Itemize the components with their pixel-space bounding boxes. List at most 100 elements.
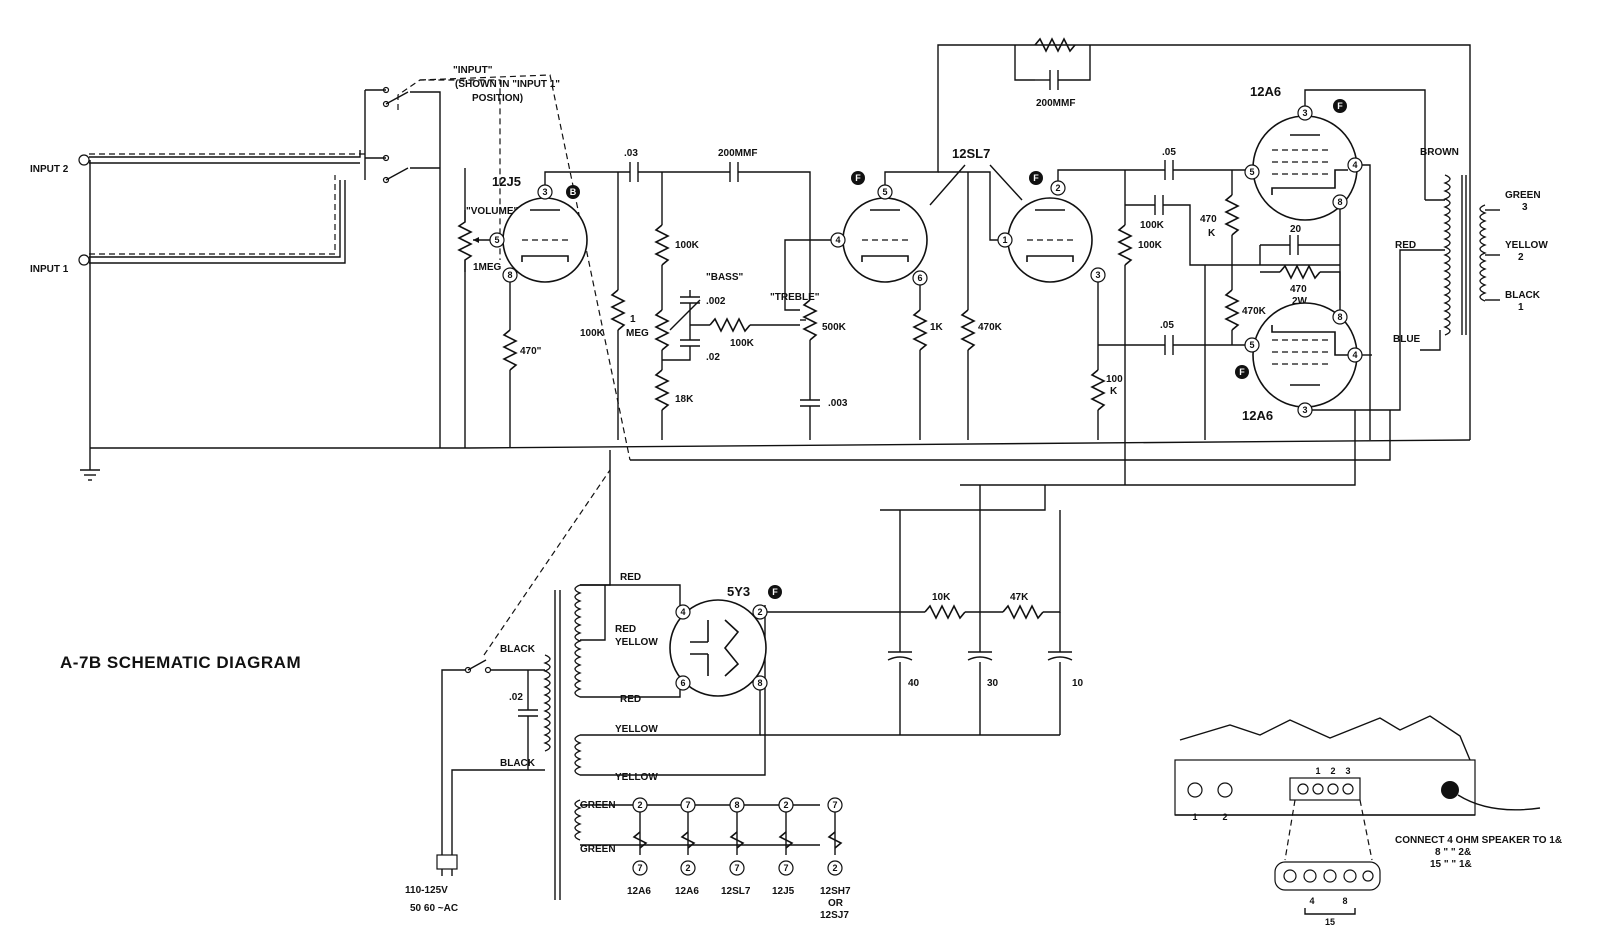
mains-freq: 50 60 ~AC <box>410 903 458 914</box>
heater-name-5: 12SH7 <box>820 886 851 897</box>
v1-type: 12J5 <box>492 174 521 189</box>
pxfmr-black-bot: BLACK <box>500 758 536 769</box>
pxfmr-green-2: GREEN <box>580 844 616 855</box>
bass-pot[interactable]: 1 MEG "BASS" <box>626 272 744 351</box>
v4-pin-8: 8 <box>1337 312 1342 322</box>
tube-12sl7-a: 5 4 6 F <box>830 171 928 286</box>
v1-pin-5: 5 <box>494 235 499 245</box>
r-18k-label: 18K <box>675 394 694 405</box>
rect-pin-2: 2 <box>757 607 762 617</box>
chassis-row-3: 15 " " 1& <box>1430 859 1472 870</box>
chassis-bot-num-4: 4 <box>1309 896 1314 906</box>
v2-pin-6: 6 <box>917 273 922 283</box>
r-1k-label: 1K <box>930 322 944 333</box>
heater-string: 2 7 12A6 7 2 12A6 8 7 12SL7 2 7 12J5 7 2… <box>627 797 851 921</box>
heater-bot-1: 7 <box>637 863 642 873</box>
v4-pin-5: 5 <box>1249 340 1254 350</box>
input-jack-2[interactable]: INPUT 2 <box>30 154 90 175</box>
chassis-top-num-3: 3 <box>1345 766 1350 776</box>
heater-top-3: 8 <box>734 800 739 810</box>
r-470-2w-2-label: 2W <box>1292 296 1308 307</box>
r-100k-f2-label: K <box>1110 386 1118 397</box>
tube-12sl7-b: 2 1 3 F <box>997 171 1106 283</box>
heater-alt-name: 12SJ7 <box>820 910 849 921</box>
r-47k-label: 47K <box>1010 592 1029 603</box>
r-470-label: 470" <box>520 346 542 357</box>
chassis-top-num-2: 2 <box>1330 766 1335 776</box>
v4-badge: F <box>1239 367 1245 377</box>
r-100k-c-label: 100K <box>730 338 755 349</box>
pxfmr-yellow-1: YELLOW <box>615 724 658 735</box>
pot-meg-label: MEG <box>626 328 649 339</box>
r-10k-label: 10K <box>932 592 951 603</box>
r-100k-e-label: 100K <box>1140 220 1165 231</box>
r-470k-b2-label: K <box>1208 228 1216 239</box>
c-20-label: 20 <box>1290 224 1302 235</box>
c-05-a-label: .05 <box>1162 147 1176 158</box>
chassis-bot-total: 15 <box>1325 917 1335 927</box>
xfmr-red-label: RED <box>1395 240 1416 251</box>
tube-12a6-top: 3 5 4 8 F 12A6 <box>1244 84 1363 221</box>
r-100k-a-label: 100K <box>580 328 605 339</box>
c-03-label: .03 <box>624 148 638 159</box>
v1-badge: B <box>570 187 577 197</box>
r-470k-a-label: 470K <box>978 322 1003 333</box>
v3-pin-8: 8 <box>1337 197 1342 207</box>
v1-pin-3: 3 <box>542 187 547 197</box>
heater-top-5: 7 <box>832 800 837 810</box>
pxfmr-red-yellow-1: RED <box>615 624 636 635</box>
volume-label: "VOLUME" <box>466 206 519 217</box>
xfmr-yellow-num: 2 <box>1518 252 1524 263</box>
r-470-2w-1-label: 470 <box>1290 284 1307 295</box>
chassis-top-num-1: 1 <box>1315 766 1320 776</box>
v2-badge: F <box>855 173 861 183</box>
input-2-label: INPUT 2 <box>30 164 69 175</box>
heater-bot-5: 2 <box>832 863 837 873</box>
pxfmr-black-top: BLACK <box>500 644 536 655</box>
xfmr-yellow-label: YELLOW <box>1505 240 1548 251</box>
c-200mmf-b-label: 200MMF <box>1036 98 1075 109</box>
pxfmr-red-yellow-2: YELLOW <box>615 637 658 648</box>
pxfmr-red-top: RED <box>620 572 641 583</box>
r-100k-b-label: 100K <box>675 240 700 251</box>
c-002-label: .002 <box>706 296 726 307</box>
heater-bot-4: 7 <box>783 863 788 873</box>
c-02-a-label: .02 <box>706 352 720 363</box>
input-jack-1[interactable]: INPUT 1 <box>30 254 90 275</box>
xfmr-blue-label: BLUE <box>1393 334 1421 345</box>
xfmr-brown-label: BROWN <box>1420 147 1459 158</box>
v1-pin-8: 8 <box>507 270 512 280</box>
tube-12a6-bottom: 8 5 4 3 F 12A6 <box>1235 302 1363 423</box>
xfmr-green-label: GREEN <box>1505 190 1541 201</box>
r-470k-b1-label: 470 <box>1200 214 1217 225</box>
treble-pot[interactable]: "TREBLE" 500K <box>770 292 847 341</box>
power-switch[interactable] <box>464 659 492 674</box>
v4-pin-4: 4 <box>1352 350 1357 360</box>
v3-badge: F <box>1337 101 1343 111</box>
c-02-b-label: .02 <box>509 692 523 703</box>
heater-top-2: 7 <box>685 800 690 810</box>
pxfmr-yellow-2: YELLOW <box>615 772 658 783</box>
r-100k-f1-label: 100 <box>1106 374 1123 385</box>
r-470k-c-label: 470K <box>1242 306 1267 317</box>
heater-bot-2: 2 <box>685 863 690 873</box>
volume-pot[interactable]: "VOLUME" 1MEG <box>457 206 519 273</box>
v2-pin-5: 5 <box>882 187 887 197</box>
output-transformer: BROWN RED BLUE GREEN 3 YELLOW 2 BLACK 1 <box>1393 147 1548 345</box>
rect-badge: F <box>772 587 778 597</box>
v3-pin-4: 4 <box>1352 160 1357 170</box>
v2-pin-1: 1 <box>1002 235 1007 245</box>
v3-pin-5: 5 <box>1249 167 1254 177</box>
rect-pin-6: 6 <box>680 678 685 688</box>
v2-type: 12SL7 <box>952 146 990 161</box>
pxfmr-red-bot: RED <box>620 694 641 705</box>
v2-pin-3: 3 <box>1095 270 1100 280</box>
c-10-label: 10 <box>1072 678 1084 689</box>
input-selector-switch[interactable]: "INPUT" (SHOWN IN "INPUT 1" POSITION) <box>364 65 631 461</box>
chassis-jack-2: 2 <box>1222 812 1227 822</box>
heater-name-3: 12SL7 <box>721 886 751 897</box>
tube-5y3: 4 2 6 8 F 5Y3 <box>669 584 782 697</box>
xfmr-green-num: 3 <box>1522 202 1528 213</box>
switch-label-1: "INPUT" <box>453 65 493 76</box>
